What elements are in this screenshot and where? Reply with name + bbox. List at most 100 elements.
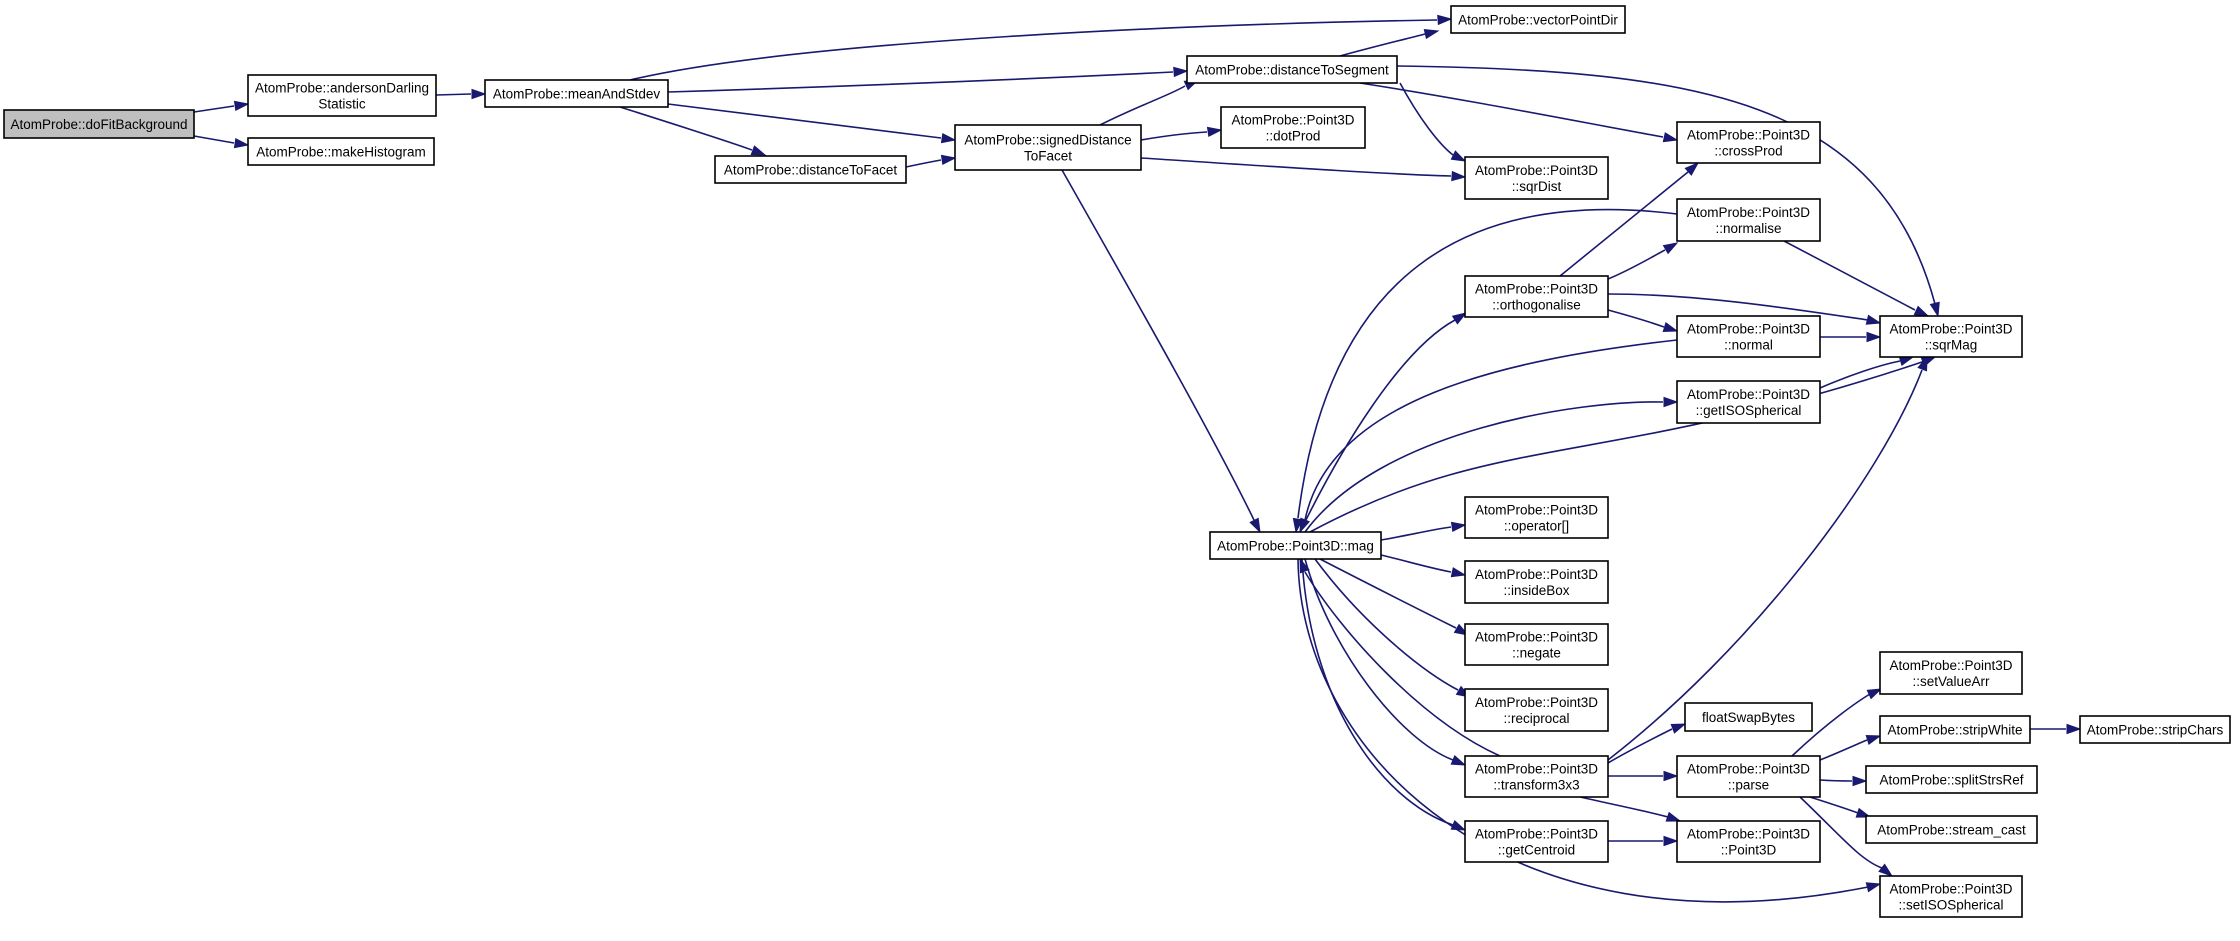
arrowhead <box>1206 126 1223 138</box>
node-distanceToFacet[interactable]: AtomProbe::distanceToFacet <box>714 155 907 184</box>
node-label: AtomProbe::doFitBackground <box>10 117 187 132</box>
edge-orthogonalise-to-normal <box>1607 309 1679 333</box>
node-insideBox[interactable]: AtomProbe::Point3D::insideBox <box>1464 560 1609 604</box>
node-label: AtomProbe::Point3D <box>1687 322 1810 337</box>
arrowhead <box>1670 723 1687 734</box>
arrowhead <box>1450 755 1467 766</box>
node-setISOSpherical[interactable]: AtomProbe::Point3D::setISOSpherical <box>1879 875 2023 918</box>
node-setValueArr[interactable]: AtomProbe::Point3D::setValueArr <box>1879 651 2023 695</box>
edge-line <box>629 19 1438 81</box>
edge-parse-to-setISOSpherical <box>1799 796 1894 877</box>
edge-getISOSpherical-to-sqrMag <box>1819 355 1915 389</box>
edge-line <box>1791 693 1871 757</box>
node-label: ::orthogonalise <box>1492 298 1581 313</box>
node-crossProd[interactable]: AtomProbe::Point3D::crossProd <box>1676 121 1821 164</box>
node-box <box>1464 275 1609 318</box>
node-stripWhite[interactable]: AtomProbe::stripWhite <box>1879 715 2031 744</box>
edge-mag-to-getISOSpherical <box>1304 396 1679 533</box>
node-normalise[interactable]: AtomProbe::Point3D::normalise <box>1676 198 1821 242</box>
node-box <box>1879 875 2023 918</box>
edge-line <box>1579 796 1669 818</box>
edge-mag-to-orthogonalise <box>1299 312 1468 533</box>
edge-line <box>1297 558 1869 903</box>
node-box <box>714 155 907 184</box>
edge-orthogonalise-to-sqrMag <box>1607 293 1882 325</box>
arrowhead <box>233 137 250 149</box>
node-label: AtomProbe::Point3D <box>1475 282 1598 297</box>
node-stripChars[interactable]: AtomProbe::stripChars <box>2079 715 2231 744</box>
node-transform3x3[interactable]: AtomProbe::Point3D::transform3x3 <box>1464 755 1609 798</box>
edge-transform3x3-to-point3DCtor <box>1579 796 1682 822</box>
node-doFitBackground[interactable]: AtomProbe::doFitBackground <box>3 109 195 139</box>
arrowhead <box>1451 312 1468 325</box>
arrowhead <box>1423 28 1440 40</box>
node-mag[interactable]: AtomProbe::Point3D::mag <box>1209 531 1382 560</box>
node-label: ::getISOSpherical <box>1696 403 1802 418</box>
node-vectorPointDir[interactable]: AtomProbe::vectorPointDir <box>1450 5 1626 34</box>
edge-line <box>1607 309 1665 328</box>
node-getCentroid[interactable]: AtomProbe::Point3D::getCentroid <box>1464 820 1609 863</box>
node-label: AtomProbe::splitStrsRef <box>1879 773 2023 788</box>
node-label: AtomProbe::distanceToFacet <box>724 163 898 178</box>
node-label: AtomProbe::Point3D <box>1475 630 1598 645</box>
edge-line <box>435 93 472 96</box>
node-label: ::setISOSpherical <box>1898 898 2003 913</box>
edge-line <box>1607 293 1869 321</box>
node-distanceToSegment[interactable]: AtomProbe::distanceToSegment <box>1186 55 1398 84</box>
node-parse[interactable]: AtomProbe::Point3D::parse <box>1676 755 1821 798</box>
edge-mag-to-sqrMag <box>1309 356 1937 533</box>
arrowhead <box>1684 161 1700 176</box>
node-box <box>1879 315 2023 358</box>
edge-normal-to-mag <box>1299 339 1678 534</box>
arrowhead <box>1866 688 1883 700</box>
node-box <box>1676 380 1821 424</box>
node-dotProd[interactable]: AtomProbe::Point3D::dotProd <box>1220 106 1366 149</box>
edge-signedDistanceToFacet-to-dotProd <box>1140 126 1223 141</box>
arrowhead <box>1855 807 1872 818</box>
node-box <box>1865 815 2038 844</box>
node-stream_cast[interactable]: AtomProbe::stream_cast <box>1865 815 2038 844</box>
node-label: AtomProbe::Point3D <box>1889 322 2012 337</box>
node-label: AtomProbe::Point3D <box>1475 163 1598 178</box>
edge-line <box>1140 131 1208 141</box>
node-label: ToFacet <box>1024 149 1072 164</box>
node-box <box>1220 106 1366 149</box>
node-sqrMag[interactable]: AtomProbe::Point3D::sqrMag <box>1879 315 2023 358</box>
node-label: AtomProbe::vectorPointDir <box>1458 13 1618 28</box>
node-box <box>247 74 437 117</box>
edge-mag-to-reciprocal <box>1314 558 1472 698</box>
edge-line <box>193 135 235 144</box>
node-label: ::crossProd <box>1714 144 1782 159</box>
node-box <box>247 137 435 166</box>
node-splitStrsRef[interactable]: AtomProbe::splitStrsRef <box>1865 765 2038 794</box>
edge-distanceToFacet-to-signedDistanceToFacet <box>905 154 957 168</box>
node-label: AtomProbe::Point3D <box>1889 658 2012 673</box>
node-negate[interactable]: AtomProbe::Point3D::negate <box>1464 623 1609 666</box>
edge-mag-to-transform3x3 <box>1304 558 1467 766</box>
node-getISOSpherical[interactable]: AtomProbe::Point3D::getISOSpherical <box>1676 380 1821 424</box>
arrowhead <box>750 145 767 156</box>
node-sqrDist[interactable]: AtomProbe::Point3D::sqrDist <box>1464 156 1609 200</box>
node-normal[interactable]: AtomProbe::Point3D::normal <box>1676 315 1821 358</box>
node-box <box>1464 496 1609 539</box>
node-label: ::insideBox <box>1503 583 1569 598</box>
node-label: ::dotProd <box>1266 129 1321 144</box>
edge-line <box>1304 571 1501 757</box>
node-meanAndStdev[interactable]: AtomProbe::meanAndStdev <box>484 79 669 108</box>
edge-line <box>1607 728 1673 764</box>
node-makeHistogram[interactable]: AtomProbe::makeHistogram <box>247 137 435 166</box>
node-label: AtomProbe::Point3D <box>1475 827 1598 842</box>
edge-line <box>905 159 942 168</box>
node-operatorIdx[interactable]: AtomProbe::Point3D::operator[] <box>1464 496 1609 539</box>
node-point3DCtor[interactable]: AtomProbe::Point3D::Point3D <box>1676 820 1821 863</box>
edge-normalise-to-sqrMag <box>1783 240 1930 317</box>
node-reciprocal[interactable]: AtomProbe::Point3D::reciprocal <box>1464 688 1609 732</box>
node-label: ::sqrMag <box>1925 338 1978 353</box>
node-orthogonalise[interactable]: AtomProbe::Point3D::orthogonalise <box>1464 275 1609 318</box>
edge-normalise-to-mag <box>1292 208 1678 534</box>
node-floatSwapBytes[interactable]: floatSwapBytes <box>1684 702 1813 732</box>
edge-line <box>619 106 753 151</box>
